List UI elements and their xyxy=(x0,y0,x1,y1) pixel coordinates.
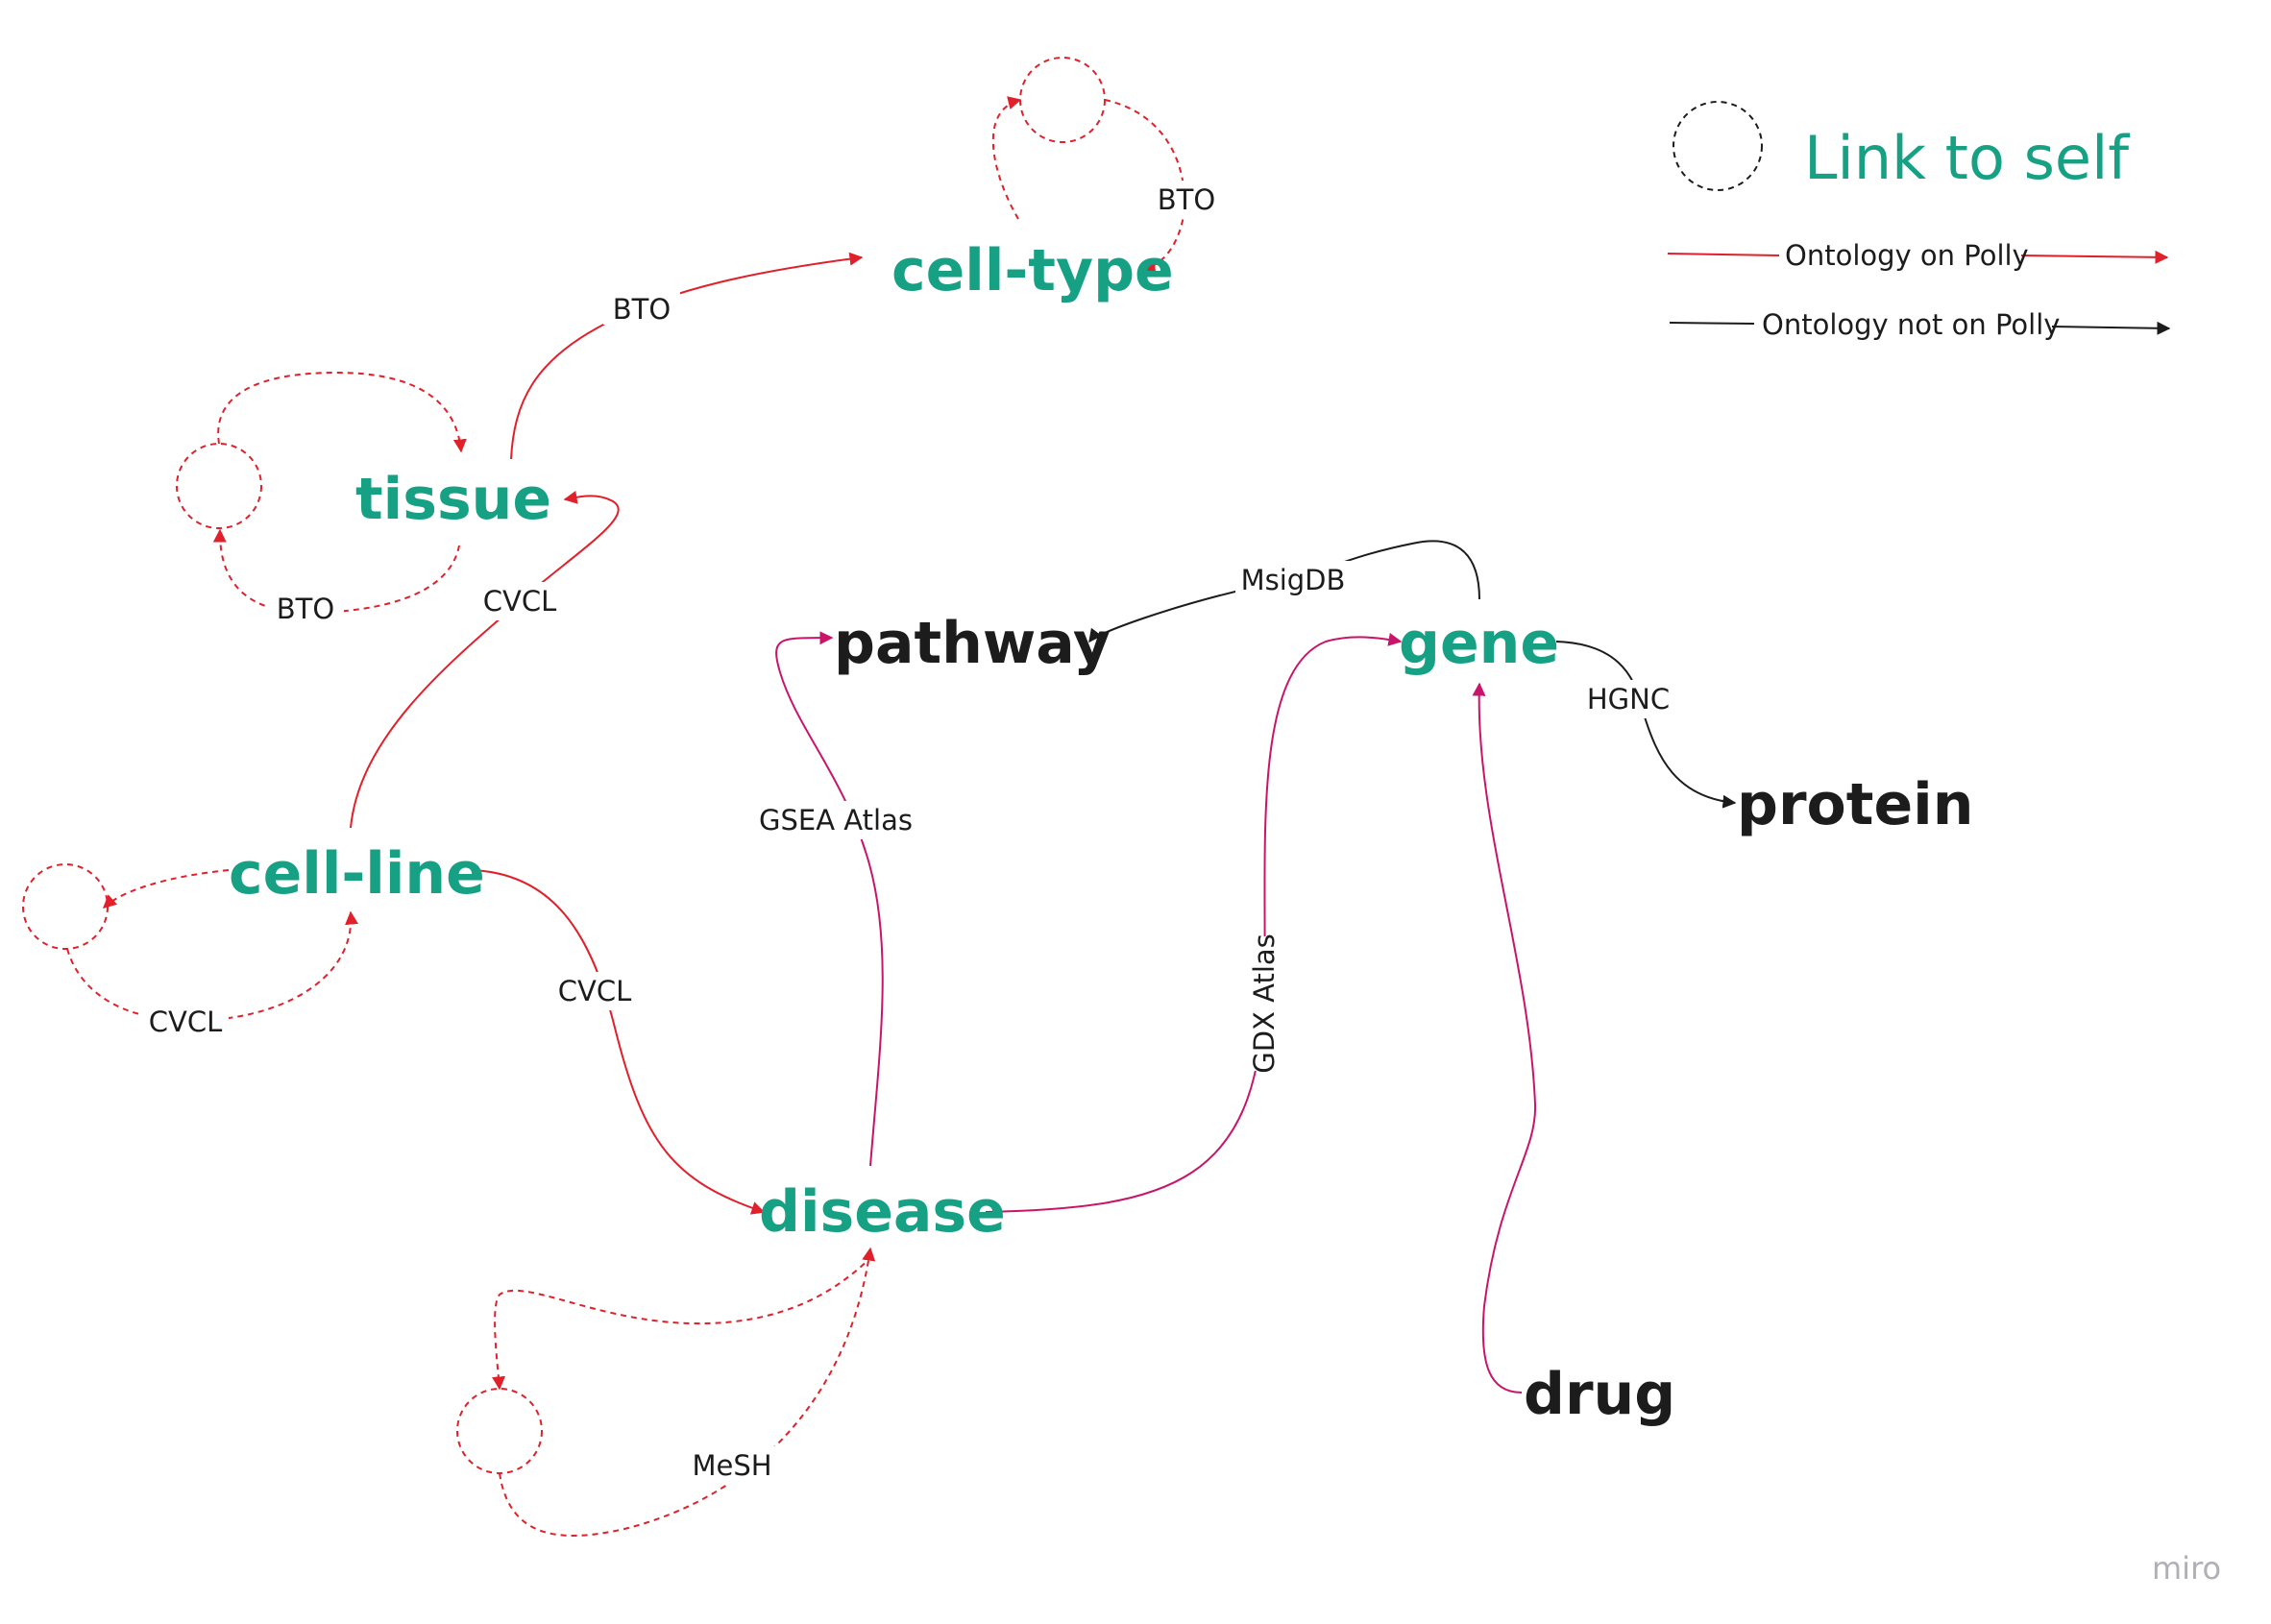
label-cellline-disease: CVCL xyxy=(558,975,632,1007)
edge-disease-gene xyxy=(985,632,1403,1213)
legend-title: Link to self xyxy=(1804,123,2131,193)
node-cell-line: cell-line xyxy=(229,840,485,908)
edge-tissue-self xyxy=(217,371,467,453)
legend-on-polly-arrow xyxy=(2020,250,2169,264)
self-loop-circle-tissue xyxy=(176,443,262,529)
legend-on-polly-line xyxy=(1667,253,1780,256)
node-drug: drug xyxy=(1524,1361,1675,1428)
label-gene-pathway: MsigDB xyxy=(1241,564,1346,596)
legend-self-loop-icon xyxy=(1673,101,1763,191)
edge-cellline-tissue xyxy=(350,491,620,829)
self-loop-circle-disease xyxy=(456,1388,543,1474)
legend-on-polly-text: Ontology on Polly xyxy=(1785,239,2029,272)
node-tissue: tissue xyxy=(355,466,551,533)
edge-disease-pathway xyxy=(775,631,884,1167)
self-loop-circle-celltype xyxy=(1019,57,1106,143)
label-cellline-self: CVCL xyxy=(149,1006,223,1038)
label-tissue-self: BTO xyxy=(277,593,334,625)
edge-disease-self xyxy=(492,1255,873,1391)
edge-disease-self-return xyxy=(499,1247,876,1538)
label-celltype-self: BTO xyxy=(1158,183,1215,216)
edge-tissue-celltype xyxy=(510,252,864,460)
edge-gene-protein xyxy=(1555,641,1737,809)
node-gene: gene xyxy=(1399,610,1559,677)
edge-cellline-self xyxy=(102,869,230,909)
label-tissue-celltype: BTO xyxy=(613,293,671,326)
node-disease: disease xyxy=(759,1178,1006,1246)
label-disease-self: MeSH xyxy=(692,1449,771,1482)
label-gene-protein: HGNC xyxy=(1587,683,1670,715)
node-protein: protein xyxy=(1737,771,1973,838)
legend-not-on-polly-text: Ontology not on Polly xyxy=(1762,308,2060,341)
label-disease-pathway: GSEA Atlas xyxy=(759,804,913,836)
label-cellline-tissue: CVCL xyxy=(483,585,557,618)
self-loop-circle-cellline xyxy=(22,863,109,950)
legend-not-on-polly-arrow xyxy=(2051,321,2171,335)
legend: Link to self Ontology on Polly Ontology … xyxy=(1667,101,2171,341)
edge-celltype-self-return xyxy=(991,96,1022,220)
edge-cellline-disease xyxy=(472,869,766,1215)
label-disease-gene: GDX Atlas xyxy=(1248,933,1281,1074)
legend-not-on-polly-line xyxy=(1669,322,1755,325)
node-pathway: pathway xyxy=(834,610,1111,677)
node-cell-type: cell-type xyxy=(891,237,1174,304)
edge-cellline-self-return xyxy=(66,910,359,1022)
watermark-miro: miro xyxy=(2152,1550,2221,1587)
edge-drug-gene xyxy=(1472,682,1537,1394)
